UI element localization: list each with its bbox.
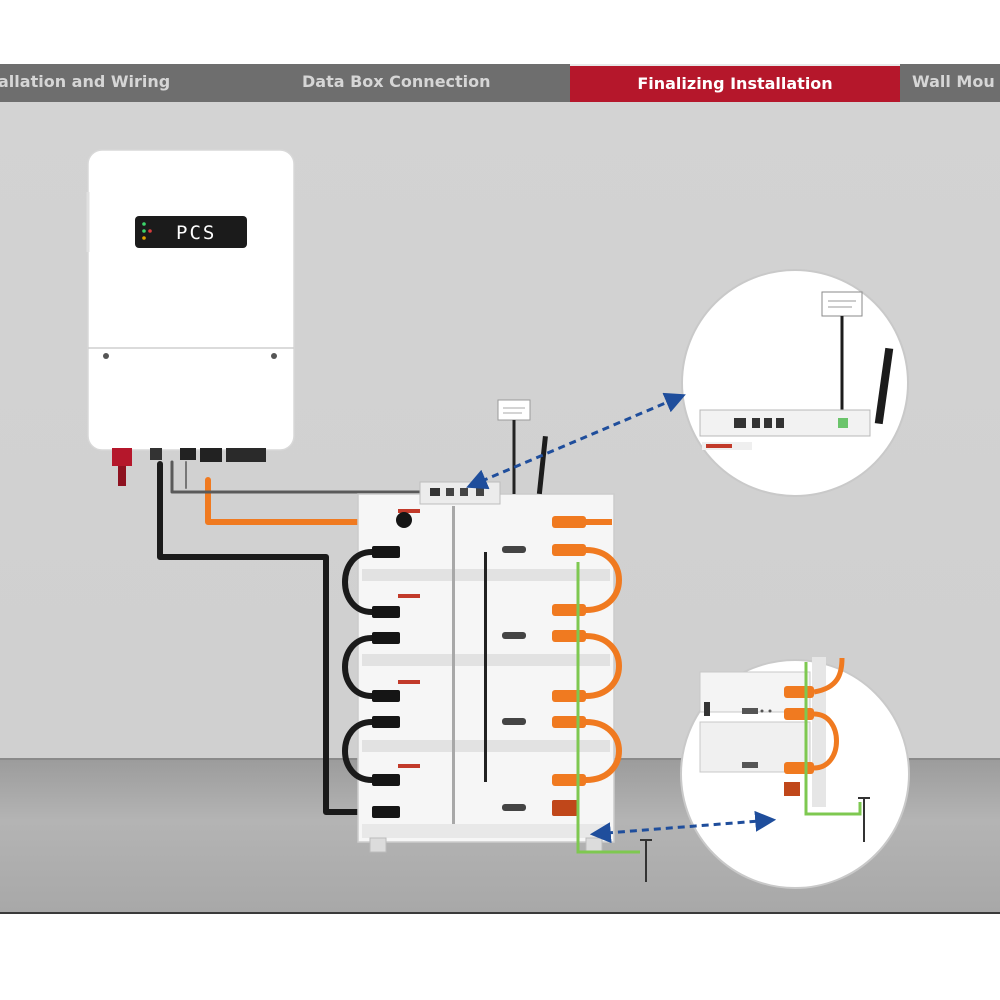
- antenna-icon: [536, 435, 548, 495]
- callout-ground-detail: [680, 657, 910, 889]
- tab-installation-and-wiring[interactable]: allation and Wiring: [0, 72, 171, 91]
- ac-port: [112, 448, 132, 466]
- pcs-display: [135, 216, 247, 248]
- step-tab-bar: allation and Wiring Data Box Connection …: [0, 64, 1000, 102]
- tab-wall-mount[interactable]: Wall Mou: [912, 72, 995, 91]
- positive-jumpers: [585, 519, 622, 783]
- terminal-connector-icon: [372, 512, 412, 818]
- installation-diagram: PCS: [86, 149, 910, 889]
- ground-wire: [576, 562, 640, 854]
- callout-arrow-ground: [589, 810, 777, 844]
- battery-stack: [357, 399, 615, 853]
- negative-jumpers: [342, 549, 373, 783]
- ground-rod-icon: [640, 839, 652, 882]
- callout-arrow-data-box: [466, 392, 686, 490]
- frame-bottom-edge: [0, 912, 1000, 914]
- inverter-unit: PCS: [86, 149, 295, 486]
- pcs-display-label: PCS: [176, 222, 216, 244]
- callout-data-box-detail: [681, 269, 909, 497]
- tab-finalizing-installation[interactable]: Finalizing Installation: [570, 64, 900, 102]
- installation-illustration: PCS: [0, 102, 1000, 912]
- inverter-cables: [157, 460, 422, 815]
- tab-data-box-connection[interactable]: Data Box Connection: [302, 72, 491, 91]
